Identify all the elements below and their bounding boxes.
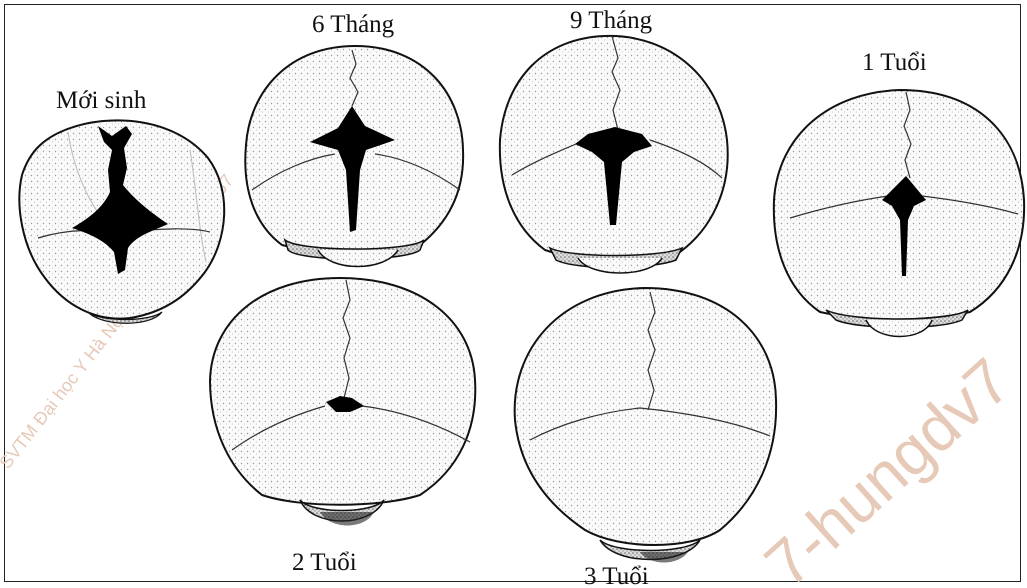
skull-3-years: 3 Tuổi bbox=[515, 288, 776, 588]
label-6-months: 6 Tháng bbox=[312, 11, 395, 38]
label-9-months: 9 Tháng bbox=[570, 7, 653, 34]
label-2-years: 2 Tuổi bbox=[292, 549, 357, 576]
skull-9-months: 9 Tháng bbox=[500, 7, 728, 273]
label-newborn: Mới sinh bbox=[56, 87, 147, 114]
watermark-corner: 7-hungdv7 bbox=[751, 345, 1024, 588]
skull-6-months: 6 Tháng bbox=[245, 11, 463, 267]
skull-2-years: 2 Tuổi bbox=[210, 278, 475, 576]
skull-newborn: Mới sinh bbox=[19, 87, 224, 323]
skull-1-year: 1 Tuổi bbox=[774, 49, 1024, 337]
label-1-year: 1 Tuổi bbox=[862, 49, 927, 76]
label-3-years: 3 Tuổi bbox=[584, 563, 649, 588]
